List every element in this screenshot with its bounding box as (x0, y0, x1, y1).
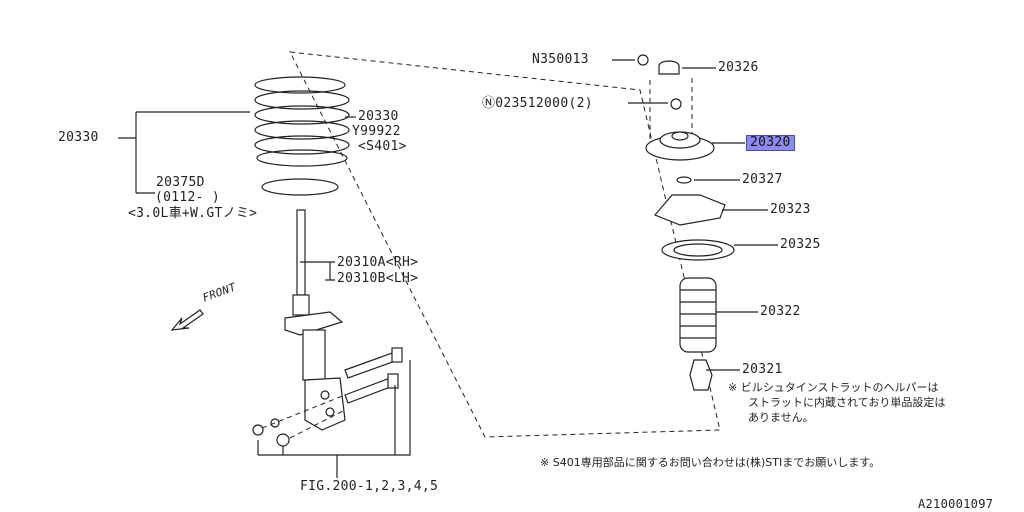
label-20320[interactable]: 20320 (746, 135, 795, 151)
washer-20327 (676, 176, 692, 184)
label-20325[interactable]: 20325 (780, 237, 821, 252)
label-20327[interactable]: 20327 (742, 172, 783, 187)
note-helper-line2: ストラットに内蔵されており単品設定は (748, 396, 946, 409)
bracket-20330 (118, 111, 250, 194)
nut-n350013 (637, 54, 649, 66)
strut (284, 209, 346, 431)
label-20310a[interactable]: 20310A<RH> (337, 255, 419, 270)
note-helper-line3: ありません。 (748, 411, 814, 424)
bumper-20321 (689, 359, 713, 391)
assembly-frame (289, 51, 721, 438)
bracket-strut (300, 261, 335, 281)
label-n350013[interactable]: N350013 (532, 52, 589, 67)
label-image-id: A210001097 (918, 497, 994, 511)
label-20326[interactable]: 20326 (718, 60, 759, 75)
front-arrow-icon (170, 309, 204, 331)
mounting-bolts (252, 347, 403, 447)
spring-seat (261, 178, 339, 196)
coil-spring (254, 76, 350, 167)
bracket-fig (257, 360, 411, 478)
label-20330-right[interactable]: 20330 (358, 109, 399, 124)
label-20322[interactable]: 20322 (760, 304, 801, 319)
ring-20325 (661, 239, 735, 261)
mount-20320 (645, 131, 715, 161)
boot-20322 (679, 277, 717, 353)
label-s401: <S401> (358, 139, 407, 154)
label-20323[interactable]: 20323 (770, 202, 811, 217)
label-20310b[interactable]: 20310B<LH> (337, 271, 419, 286)
label-n023512000[interactable]: Ⓝ023512000(2) (482, 96, 593, 111)
label-range-0112: (0112- ) (155, 190, 221, 205)
label-y99922[interactable]: Y99922 (352, 124, 401, 139)
note-helper-line1: ※ ビルシュタインストラットのヘルパーは (728, 381, 939, 394)
label-engine-condition: <3.0L車+W.GTノミ> (128, 206, 258, 221)
label-fig-reference[interactable]: FIG.200-1,2,3,4,5 (300, 479, 439, 494)
label-20321[interactable]: 20321 (742, 362, 783, 377)
label-20330-left[interactable]: 20330 (58, 130, 99, 145)
label-20375d[interactable]: 20375D (156, 175, 205, 190)
seat-20323 (654, 194, 726, 226)
note-s401-inquiry: ※ S401専用部品に関するお問い合わせは(株)STIまでお願いします。 (540, 456, 881, 469)
nut-n0235 (670, 98, 682, 110)
